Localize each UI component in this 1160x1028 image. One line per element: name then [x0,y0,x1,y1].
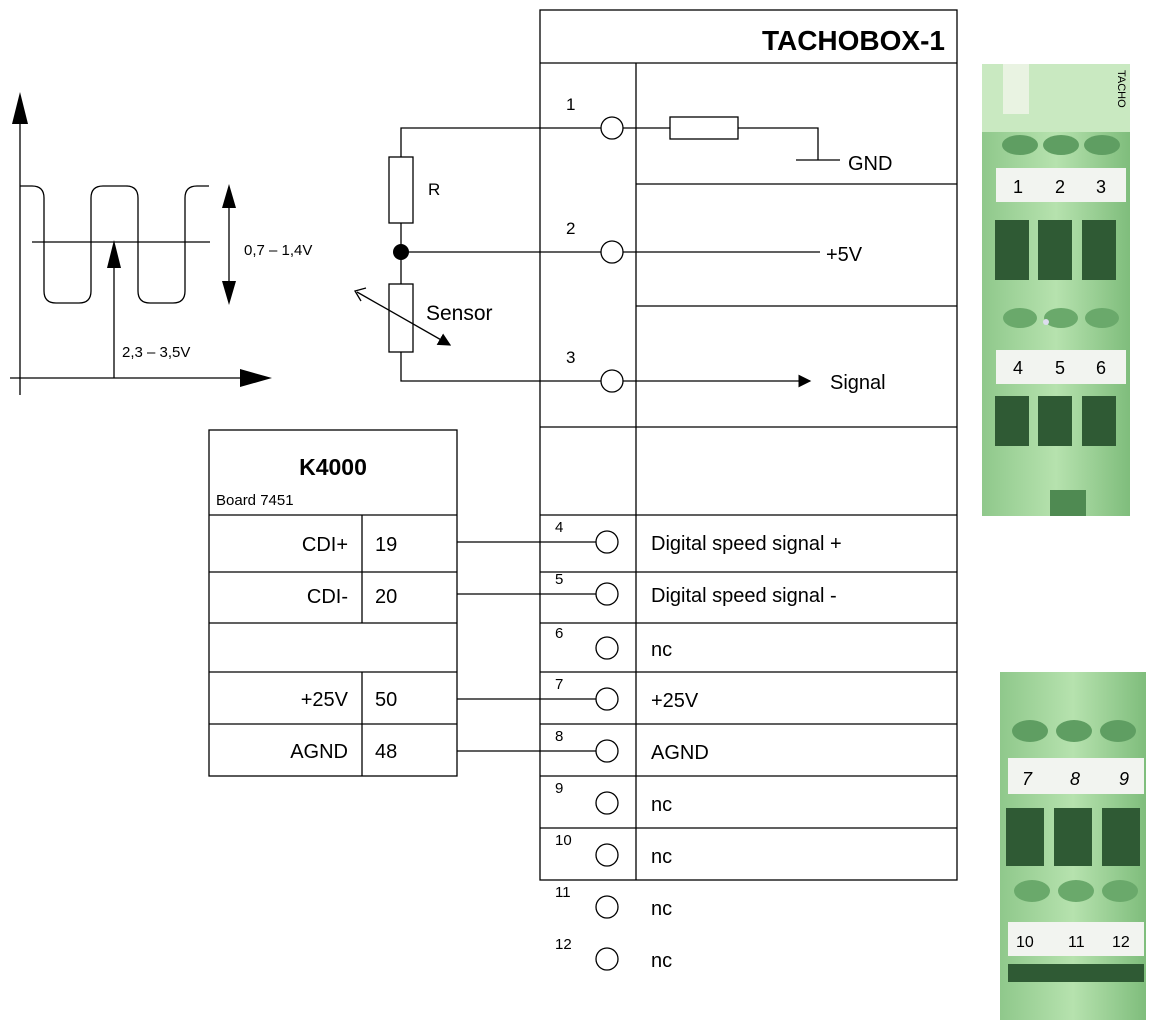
photo-terminal-number: 6 [1096,358,1106,378]
terminal-label: Digital speed signal + [651,533,842,555]
resistor-symbol [669,116,739,140]
tachobox-block [539,9,958,881]
k4000-signal: +25V [301,689,349,711]
terminal-label: +5V [826,244,863,266]
photo-terminal-number: 7 [1022,769,1033,789]
terminal-5: 5 Digital speed signal - [555,571,837,607]
photo-terminal-number: 5 [1055,358,1065,378]
terminal-number: 7 [555,676,563,693]
k4000-signal: CDI+ [302,534,348,556]
terminal-label: AGND [651,742,709,764]
photo-terminal-number: 9 [1119,769,1129,789]
resistor-label: R [428,180,440,199]
terminal-label: nc [651,794,672,816]
photo-terminal-number: 11 [1068,934,1085,951]
photo-terminal-number: 8 [1070,769,1080,789]
k4000-table [208,429,458,777]
sensor-label: Sensor [426,302,493,325]
module-photo-bottom: 7 8 9 10 11 12 [1000,672,1146,1020]
terminal-label: nc [651,898,672,920]
signal-waveform [20,185,209,304]
connection-wires [457,541,596,752]
terminal-number: 11 [555,884,571,901]
terminal-label: nc [651,846,672,868]
terminal-number: 2 [566,219,575,238]
terminal-1: 1 GND [566,95,892,175]
terminal-8: 8 AGND [555,728,709,764]
terminal-circle-icon [595,687,619,711]
k4000-signal: AGND [290,741,348,763]
k4000-pin: 20 [375,586,397,608]
offset-label: 2,3 – 3,5V [122,344,190,361]
variable-arrow-icon [356,291,452,346]
terminal-circle-icon [600,369,624,393]
k4000-title: K4000 [299,454,367,480]
terminal-number: 6 [555,625,563,642]
photo-terminal-number: 1 [1013,177,1023,197]
terminal-circle-icon [600,240,624,264]
terminal-number: 10 [555,832,572,849]
k4000-pin: 19 [375,534,397,556]
terminal-2: 2 +5V [566,219,863,266]
terminal-label: Signal [830,372,886,394]
k4000-pin: 50 [375,689,397,711]
terminal-number: 1 [566,95,575,114]
tachobox-title: TACHOBOX-1 [762,25,945,56]
terminal-number: 8 [555,728,563,745]
terminal-circle-icon [595,791,619,815]
k4000-signal: CDI- [307,586,348,608]
module-photo-top: TACHO 1 2 3 4 5 6 [982,64,1130,516]
sensor-resistor-symbol [388,283,414,353]
terminal-11: 11 nc [555,884,672,920]
terminal-4: 4 Digital speed signal + [555,519,842,555]
terminal-circle-icon [595,739,619,763]
resistor-r-symbol [388,156,414,224]
photo-terminal-number: 2 [1055,177,1065,197]
photo-terminal-number: 10 [1016,934,1034,951]
amplitude-label: 0,7 – 1,4V [244,242,312,259]
terminal-3: 3 Signal [566,348,886,394]
terminal-label: +25V [651,690,699,712]
terminal-label: nc [651,950,672,972]
terminal-6: 6 nc [555,625,672,661]
terminal-circle-icon [595,843,619,867]
terminal-circle-icon [600,116,624,140]
sensor-circuit [354,127,601,382]
terminal-number: 4 [555,519,563,536]
terminal-circle-icon [595,947,619,971]
photo-terminal-number: 4 [1013,358,1023,378]
terminal-number: 5 [555,571,563,588]
waveform-graph [10,92,272,395]
k4000-pin: 48 [375,741,397,763]
terminal-9: 9 nc [555,780,672,816]
terminal-label: nc [651,639,672,661]
terminal-12: 12 nc [555,936,672,972]
k4000-subtitle: Board 7451 [216,492,294,509]
terminal-label: GND [848,153,892,175]
terminal-7: 7 +25V [555,676,699,712]
terminal-label: Digital speed signal - [651,585,837,607]
terminal-circle-icon [595,636,619,660]
terminal-number: 3 [566,348,575,367]
terminal-10: 10 nc [555,832,672,868]
terminal-number: 12 [555,936,572,953]
terminal-number: 9 [555,780,563,797]
module-marking: TACHO [1115,70,1127,108]
terminal-circle-icon [595,895,619,919]
terminal-circle-icon [595,530,619,554]
junction-dot-icon [393,244,409,260]
terminal-circle-icon [595,582,619,606]
photo-terminal-number: 12 [1112,934,1130,951]
photo-terminal-number: 3 [1096,177,1106,197]
